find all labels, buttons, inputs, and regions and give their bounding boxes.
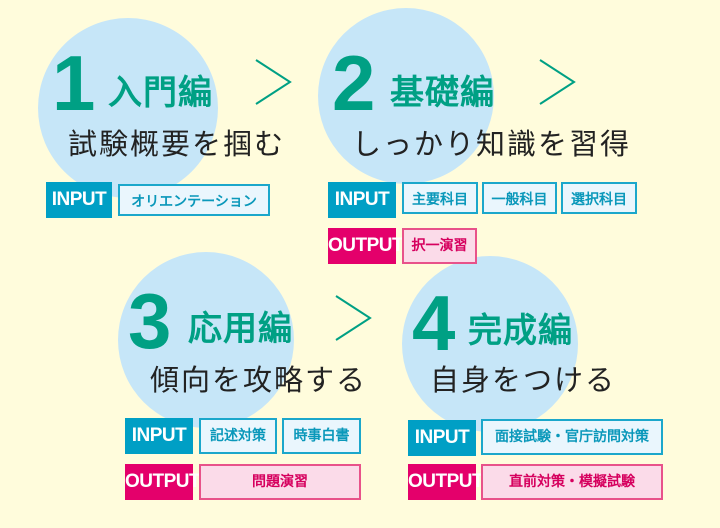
input-tag: オリエンテーション (118, 184, 270, 216)
input-tag: 選択科目 (561, 182, 637, 214)
step-1-title: 入門編 (108, 73, 213, 113)
chevron-right-icon (539, 59, 576, 105)
step-2-circle (318, 8, 494, 184)
step-3-circle (118, 252, 294, 428)
output-badge: OUTPUT (125, 464, 201, 500)
chevron-right-icon (335, 295, 372, 341)
input-tag: 一般科目 (482, 182, 557, 214)
input-badge: INPUT (46, 182, 112, 218)
step-4-subtitle: 自身をつける (430, 363, 617, 397)
output-badge: OUTPUT (408, 464, 484, 500)
step-2-number: 2 (332, 39, 376, 127)
input-tag: 時事白書 (282, 418, 361, 454)
step-4-title: 完成編 (468, 311, 573, 351)
step-3-subtitle: 傾向を攻略する (150, 363, 368, 397)
step-2-subtitle: しっかり知識を習得 (352, 127, 632, 161)
step-3-number: 3 (128, 277, 172, 365)
output-tag: 問題演習 (199, 464, 361, 500)
input-badge: INPUT (125, 418, 193, 454)
input-tag: 記述対策 (199, 418, 277, 454)
output-tag: 択一演習 (402, 228, 477, 264)
step-2-title: 基礎編 (390, 73, 495, 113)
output-badge: OUTPUT (328, 228, 404, 264)
input-badge: INPUT (328, 182, 396, 218)
step-4-circle (402, 256, 578, 432)
input-badge: INPUT (408, 420, 476, 456)
step-1-number: 1 (52, 39, 96, 127)
step-4-number: 4 (412, 279, 456, 367)
input-tag: 面接試験・官庁訪問対策 (481, 419, 663, 455)
step-3-title: 応用編 (188, 309, 293, 349)
step-1-circle (38, 18, 218, 198)
input-tag: 主要科目 (402, 182, 478, 214)
step-1-subtitle: 試験概要を掴む (68, 127, 286, 161)
output-tag: 直前対策・模擬試験 (481, 464, 663, 500)
chevron-right-icon (255, 59, 292, 105)
